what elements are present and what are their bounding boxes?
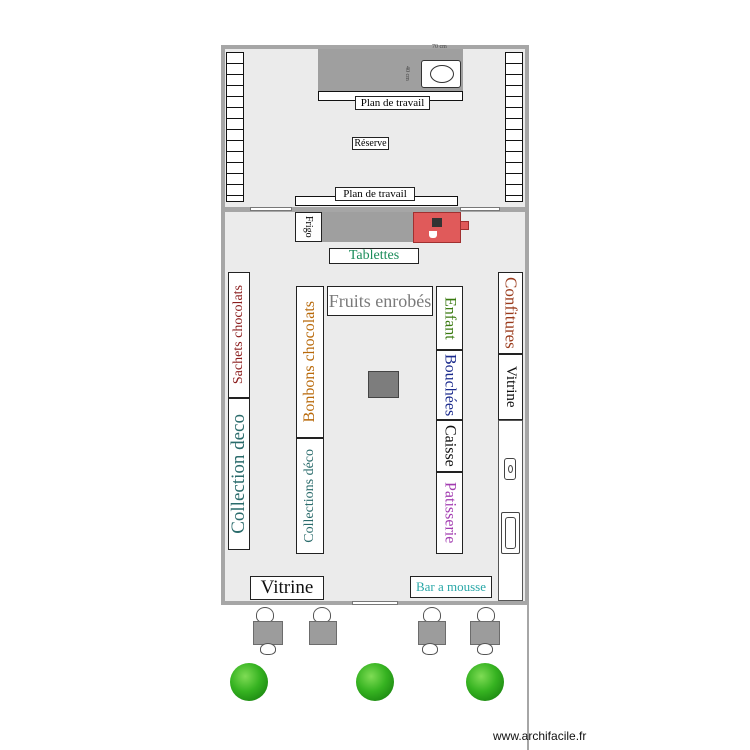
shelf-enfant[interactable]: Enfant xyxy=(436,286,463,350)
caisse[interactable]: Caisse xyxy=(436,420,463,472)
shelf-collections-deco[interactable]: Collections déco xyxy=(296,438,324,554)
dimension-width: 70 cm xyxy=(432,44,447,50)
plan-de-travail-mid-label-box: Plan de travail xyxy=(335,187,415,201)
door-interior-right[interactable] xyxy=(460,207,500,211)
vitrine-right[interactable]: Vitrine xyxy=(498,354,523,420)
bouchees-label: Bouchées xyxy=(441,353,459,417)
frigo[interactable]: Frigo xyxy=(295,212,322,242)
shelf-confitures[interactable]: Confitures xyxy=(498,272,523,354)
pillar xyxy=(368,371,399,398)
coffee-machine[interactable] xyxy=(413,212,461,243)
chair[interactable] xyxy=(422,643,438,655)
machine-panel-icon xyxy=(432,218,442,227)
right-counter xyxy=(498,420,523,601)
bonbons-label: Bonbons chocolats xyxy=(301,301,318,423)
watermark[interactable]: www.archifacile.fr xyxy=(493,729,587,743)
terrace-table[interactable] xyxy=(470,621,500,645)
plan-de-travail-top-label-box: Plan de travail xyxy=(355,96,430,110)
chair[interactable] xyxy=(477,643,493,655)
collection-deco-label: Collection deco xyxy=(228,414,249,534)
sink-basin-icon xyxy=(430,65,454,83)
reserve-label: Réserve xyxy=(354,138,387,149)
door-interior-left[interactable] xyxy=(250,207,292,211)
confitures-label: Confitures xyxy=(501,277,521,349)
entrance-door[interactable] xyxy=(352,601,398,605)
bar-a-mousse[interactable]: Bar a mousse xyxy=(410,576,492,598)
shelf-tablettes[interactable]: Tablettes xyxy=(329,248,419,264)
collections-deco-label: Collections déco xyxy=(302,449,317,543)
shelf-collection-deco[interactable]: Collection deco xyxy=(228,398,250,550)
bush-icon xyxy=(230,663,268,701)
plan-de-travail-mid-label: Plan de travail xyxy=(343,188,407,200)
shelf-fruits-enrobes[interactable]: Fruits enrobés xyxy=(327,286,433,316)
shelf-bonbons-chocolats[interactable]: Bonbons chocolats xyxy=(296,286,324,438)
vitrine-bottom-label: Vitrine xyxy=(260,577,314,598)
terrace-divider xyxy=(527,605,529,750)
bush-icon xyxy=(466,663,504,701)
machine-cup-icon xyxy=(429,231,437,238)
interior-wall xyxy=(221,207,529,212)
fruits-label: Fruits enrobés xyxy=(328,290,432,311)
sachets-label: Sachets chocolats xyxy=(231,285,246,385)
caisse-label: Caisse xyxy=(441,425,459,467)
shelf-bouchees[interactable]: Bouchées xyxy=(436,350,463,420)
shelf-patisserie[interactable]: Patisserie xyxy=(436,472,463,554)
sink[interactable] xyxy=(421,60,461,88)
dimension-height: 40 cm xyxy=(404,66,410,81)
reserve-label-box: Réserve xyxy=(352,137,389,150)
tap-icon xyxy=(504,458,516,480)
storage-rack-right xyxy=(505,52,523,202)
shop-room xyxy=(225,212,525,601)
frigo-label: Frigo xyxy=(303,216,314,238)
vitrine-right-label: Vitrine xyxy=(503,366,519,408)
shelf-sachets-chocolats[interactable]: Sachets chocolats xyxy=(228,272,250,398)
chair[interactable] xyxy=(260,643,276,655)
enfant-label: Enfant xyxy=(441,296,459,340)
machine-knob-icon xyxy=(460,221,469,230)
tablettes-label: Tablettes xyxy=(348,248,400,263)
bar-a-mousse-label: Bar a mousse xyxy=(415,579,487,594)
storage-rack-left xyxy=(226,52,244,202)
terrace-table[interactable] xyxy=(418,621,446,645)
terrace-table[interactable] xyxy=(309,621,337,645)
vitrine-bottom[interactable]: Vitrine xyxy=(250,576,324,600)
terrace-table[interactable] xyxy=(253,621,283,645)
bush-icon xyxy=(356,663,394,701)
sink-small-icon xyxy=(501,512,520,554)
patisserie-label: Patisserie xyxy=(441,482,459,544)
plan-de-travail-top-label: Plan de travail xyxy=(360,97,425,109)
